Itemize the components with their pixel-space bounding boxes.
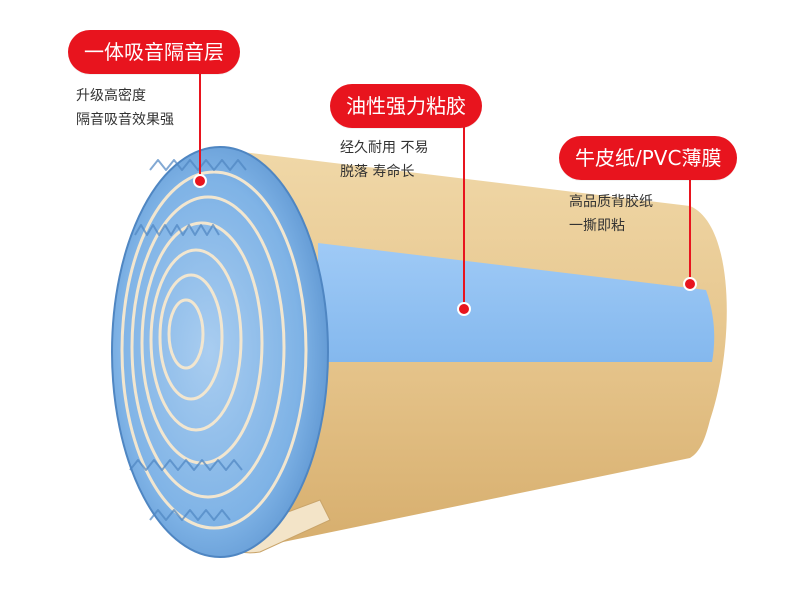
callout-desc-line: 隔音吸音效果强 <box>76 112 174 128</box>
adhesive-band <box>318 243 715 362</box>
callout-desc-line: 脱落 寿命长 <box>340 164 415 180</box>
callout-description: 经久耐用 不易 脱落 寿命长 <box>340 136 428 184</box>
callout-desc-line: 高品质背胶纸 <box>569 194 653 210</box>
marker-dot-1 <box>193 174 207 188</box>
marker-dot-2 <box>457 302 471 316</box>
callout-title: 油性强力粘胶 <box>330 84 482 128</box>
callout-description: 高品质背胶纸 一撕即粘 <box>569 190 653 238</box>
callout-description: 升级高密度 隔音吸音效果强 <box>76 84 174 132</box>
callout-title: 牛皮纸/PVC薄膜 <box>559 136 738 180</box>
callout-adhesive: 油性强力粘胶 经久耐用 不易 脱落 寿命长 <box>330 84 482 184</box>
callout-desc-line: 经久耐用 不易 <box>340 140 429 156</box>
marker-dot-3 <box>683 277 697 291</box>
callout-backing: 牛皮纸/PVC薄膜 高品质背胶纸 一撕即粘 <box>559 136 738 238</box>
callout-title: 一体吸音隔音层 <box>68 30 240 74</box>
callout-desc-line: 一撕即粘 <box>569 218 625 234</box>
callout-sound-layer: 一体吸音隔音层 升级高密度 隔音吸音效果强 <box>68 30 240 132</box>
callout-desc-line: 升级高密度 <box>76 88 146 104</box>
